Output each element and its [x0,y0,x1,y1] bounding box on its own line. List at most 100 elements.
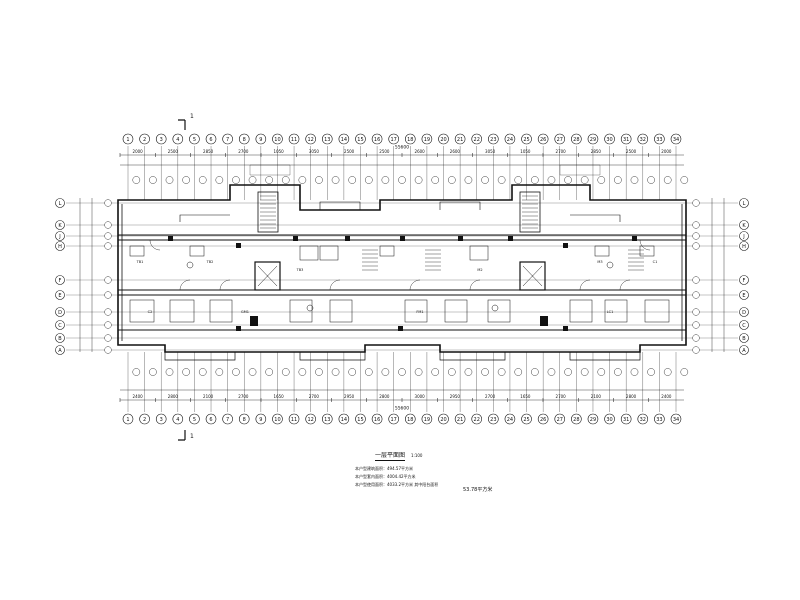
axis-bubble-top [438,133,449,145]
dimension-text-bottom: 2950 [450,394,461,399]
axis-bubble-bottom [321,413,333,425]
dimension-text-bottom: 2700 [238,394,249,399]
axis-label-bottom: 18 [407,417,413,423]
axis-label-bottom: 19 [424,417,430,423]
dimension-text-top: 2500 [379,149,390,154]
row-bubble-inner-left [104,242,112,250]
row-label-right: A [742,348,746,354]
axis-label-top: 28 [573,137,579,143]
axis-bubble-sub-bottom [514,368,523,376]
axis-bubble-sub-top [215,176,224,184]
axis-bubble-bottom [305,413,316,425]
axis-bubble-bottom [438,413,449,425]
axis-label-top: 19 [424,137,430,143]
row-label-left: L [59,201,62,207]
axis-bubble-bottom [488,413,499,425]
row-label-left: K [58,223,62,229]
title-row: 一层平面图 1:100 [375,450,423,461]
axis-bubble-sub-bottom [248,368,257,376]
axis-bubble-sub-top [597,176,606,184]
axis-bubble-sub-top [281,176,290,184]
axis-bubble-sub-top [398,176,406,184]
row-bubble-inner-left [104,221,112,229]
row-bubble-inner-left [104,334,112,342]
axis-bubble-sub-top [331,176,340,184]
axis-bubble-sub-top [580,176,589,184]
axis-bubble-sub-top [614,176,622,184]
axis-bubble-bottom [454,413,466,425]
axis-label-bottom: 31 [623,417,629,423]
axis-bubble-bottom [122,413,134,425]
room-code-label: C1 [653,260,658,264]
axis-label-top: 10 [274,137,280,143]
axis-bubble-top [654,133,665,145]
row-bubble-inner-left [104,199,112,207]
axis-label-top: 8 [243,137,246,143]
axis-label-top: 20 [440,137,446,143]
axis-bubble-top [321,133,333,145]
axis-bubble-top [272,133,283,145]
axis-bubble-bottom [172,413,184,425]
row-bubble-right [739,220,749,230]
axis-label-top: 7 [226,137,229,143]
row-bubble-left [55,231,65,241]
axis-bubble-sub-bottom [647,368,655,376]
axis-label-bottom: 29 [590,417,596,423]
axis-bubble-sub-bottom [298,368,307,376]
axis-label-top: 12 [307,137,313,143]
axis-bubble-top [405,133,416,145]
axis-bubble-top [288,133,300,145]
dimension-text-bottom: 1650 [520,394,531,399]
dimension-text-top: 2500 [168,149,179,154]
axis-bubble-bottom [471,413,483,425]
axis-bubble-bottom [421,413,433,425]
axis-bubble-sub-top [182,176,190,184]
axis-label-bottom: 16 [374,417,380,423]
axis-label-top: 3 [160,137,163,143]
axis-label-bottom: 15 [357,417,363,423]
axis-label-bottom: 25 [523,417,529,423]
axis-bubble-top [338,133,350,145]
axis-label-bottom: 26 [540,417,546,423]
axis-label-top: 9 [259,137,262,143]
axis-label-bottom: 5 [193,417,196,423]
dimension-text-bottom: 2400 [133,394,144,399]
room-code-label: FM1 [416,310,423,314]
axis-bubble-sub-top [348,176,356,184]
axis-bubble-sub-bottom [215,368,224,376]
row-bubble-right [739,333,749,343]
axis-bubble-bottom [355,413,366,425]
row-label-left: E [58,293,61,299]
axis-label-bottom: 20 [440,417,446,423]
row-label-left: A [58,348,62,354]
dimension-text-top: 2500 [626,149,637,154]
axis-label-bottom: 23 [490,417,496,423]
row-bubble-inner-right [692,346,700,354]
axis-bubble-bottom [504,413,516,425]
axis-bubble-sub-top [564,176,572,184]
dimension-text-bottom: 2400 [661,394,672,399]
dimension-text-bottom: 2800 [379,394,390,399]
axis-bubble-top [670,133,682,145]
room-code-label: TB1 [136,260,144,264]
axis-label-top: 24 [507,137,513,143]
axis-label-top: 17 [391,137,397,143]
dimension-text-top: 2700 [556,149,567,154]
row-bubble-inner-right [692,308,700,316]
axis-bubble-bottom [620,413,632,425]
axis-bubble-top [421,133,433,145]
row-label-left: B [58,336,62,342]
room-code-label: M3 [597,260,602,264]
axis-label-bottom: 1 [126,417,129,423]
axis-bubble-sub-bottom [580,368,589,376]
row-bubble-right [739,345,749,355]
axis-label-top: 25 [523,137,529,143]
axis-bubble-top [371,133,383,145]
axis-bubble-sub-bottom [614,368,622,376]
drawing-scale: 1:100 [410,453,423,458]
dimension-text-top: 2000 [661,149,672,154]
axis-label-top: 31 [623,137,629,143]
axis-bubble-sub-bottom [398,368,406,376]
axis-label-bottom: 13 [324,417,330,423]
room-code-label: TB3 [296,268,304,272]
